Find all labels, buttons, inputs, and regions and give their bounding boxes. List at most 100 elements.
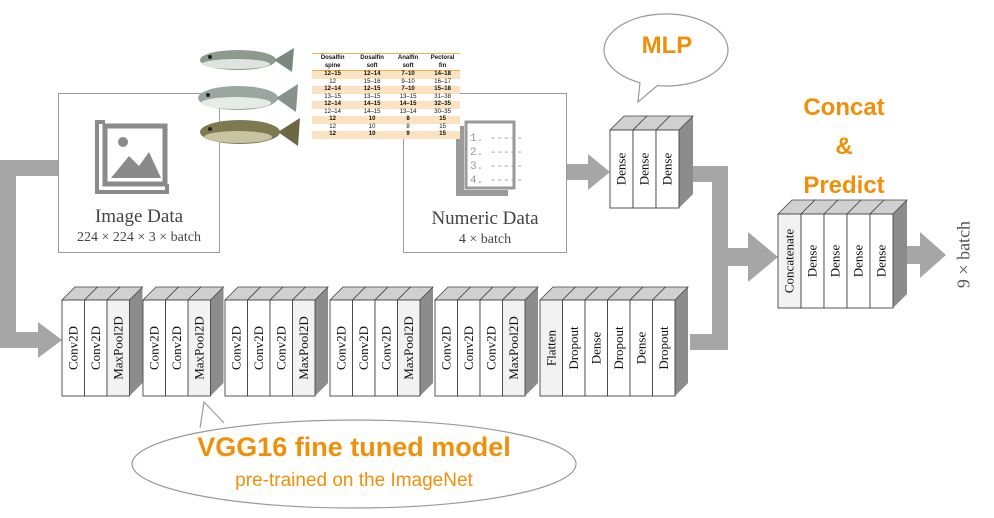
image-data-shape: 224 × 224 × 3 × batch	[76, 230, 201, 245]
layer-box	[187, 299, 211, 397]
layer-label: Conv2D	[88, 326, 103, 370]
list-item: 3. -----	[470, 161, 523, 173]
layer-label: Conv2D	[333, 326, 348, 370]
table-cell: 13–15	[399, 93, 417, 100]
layer-box	[397, 299, 421, 397]
layer-box	[655, 129, 680, 209]
layer-side-face	[420, 287, 433, 396]
layer-side-face	[210, 287, 224, 396]
numeric-data-shape: 4 × batch	[458, 232, 512, 247]
table-cell: 10	[353, 131, 391, 139]
concat-label-line: Predict	[803, 172, 885, 199]
layer-label: Dense	[874, 245, 889, 278]
conv-feed-bar	[0, 332, 38, 348]
table-cell: 7–10	[390, 70, 426, 79]
merge-arrowhead	[748, 232, 778, 282]
table-cell: 10	[353, 116, 391, 124]
fish-photo-icon	[198, 48, 300, 146]
layer-label: MaxPool2D	[110, 316, 125, 380]
layer-label: Dense	[828, 245, 843, 278]
table-cell: 12–14	[353, 70, 391, 79]
layer-label: Flatten	[543, 329, 558, 366]
mlp-bubble	[603, 13, 729, 104]
layer-label: Conv2D	[461, 326, 476, 370]
layer-label: Dense	[851, 245, 866, 278]
table-cell: 12	[329, 78, 336, 85]
table-header: Pectoral fin	[425, 53, 460, 71]
table-cell: 9	[390, 131, 426, 139]
layer-box	[292, 299, 316, 397]
layer-label: Conv2D	[273, 326, 288, 370]
layer-label: Dropout	[566, 326, 581, 370]
layer-box	[106, 299, 130, 397]
layer-side-face	[315, 287, 328, 396]
table-cell: 14–15	[390, 101, 426, 109]
layer-label: Conv2D	[378, 326, 393, 370]
mlp-label: MLP	[641, 32, 693, 59]
table-cell: 8	[390, 116, 426, 124]
concat-label-line: Concat	[803, 94, 885, 121]
layer-label: Dropout	[656, 326, 671, 370]
layer-label: Conv2D	[438, 326, 453, 370]
table-cell: 15–16	[363, 78, 381, 85]
layer-label: Dropout	[611, 326, 626, 370]
numbered-list-icon	[456, 120, 516, 196]
table-cell: 12–14	[312, 101, 354, 109]
layer-box	[502, 299, 526, 397]
image-feed-bar	[0, 160, 58, 176]
layer-label: Dense	[588, 332, 603, 365]
layer-label: Conv2D	[65, 326, 80, 370]
table-cell: 9–10	[401, 78, 415, 85]
table-header: Dosalfin soft	[353, 53, 391, 71]
table-cell: 13–15	[324, 93, 341, 100]
layer-side-face	[679, 116, 693, 208]
table-cell: 14–15	[363, 108, 381, 115]
layer-label: Dense	[614, 153, 629, 186]
numeric-data-title: Numeric Data	[431, 208, 539, 229]
table-cell: 12–15	[353, 86, 391, 94]
table-cell: 12–14	[324, 108, 341, 115]
merge-to-concat-bar	[712, 248, 752, 266]
layer-side-face	[893, 200, 907, 308]
list-item: 4. -----	[470, 175, 523, 187]
table-cell: 7–10	[390, 86, 426, 94]
fish-photo-3	[200, 118, 300, 146]
numeric-to-mlp-bar	[566, 164, 588, 180]
layer-label: Dense	[660, 153, 675, 186]
layer-label: Conv2D	[483, 326, 498, 370]
vgg-subtitle: pre-trained on the ImageNet	[235, 470, 473, 491]
table-cell: 15	[425, 116, 460, 124]
output-arrowhead	[920, 232, 946, 278]
table-cell: 31–38	[434, 93, 451, 100]
conv-feed-arrowhead	[38, 322, 62, 358]
numeric-to-mlp-arrowhead	[588, 154, 610, 190]
table-cell: 14–18	[425, 70, 460, 79]
vgg-bubble	[131, 400, 577, 509]
layer-label: Conv2D	[356, 326, 371, 370]
output-bar	[906, 246, 924, 264]
layer-label: Conv2D	[251, 326, 266, 370]
layer-side-face	[675, 287, 688, 396]
layer-label: Concatenate	[782, 229, 797, 293]
table-cell: 30–35	[434, 108, 451, 115]
table-header: Analfin soft	[390, 53, 426, 71]
fish-photo-1	[200, 48, 294, 72]
image-data-box: Image Data 224 × 224 × 3 × batch	[58, 93, 220, 253]
layer-label: Dense	[637, 153, 652, 186]
table-cell: 32–35	[425, 101, 460, 109]
image-placeholder-icon	[95, 120, 169, 194]
